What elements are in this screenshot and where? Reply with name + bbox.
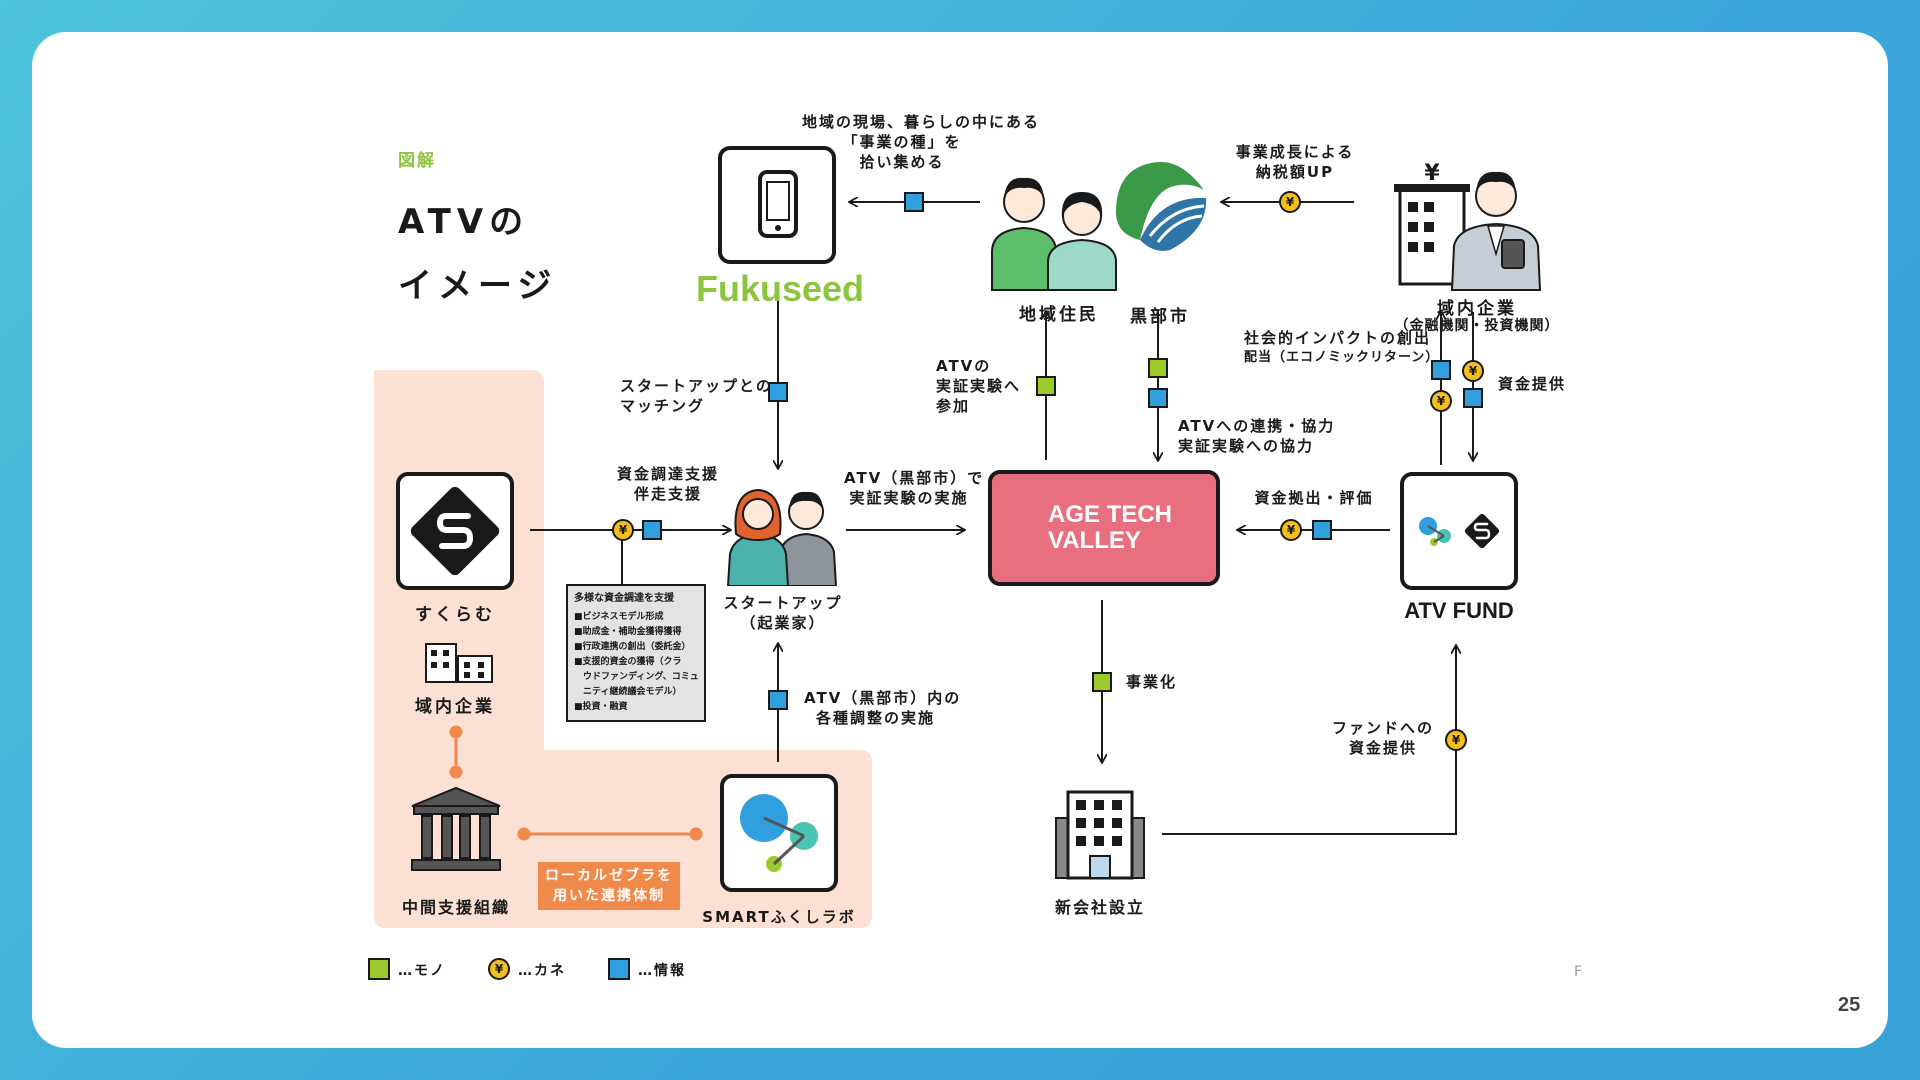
info-marker [904, 192, 924, 212]
info-marker [768, 690, 788, 710]
info-marker [1463, 388, 1483, 408]
legend-info-swatch [608, 958, 630, 980]
cooperate-label-line1: ATVへの連携・協力 [1178, 417, 1336, 435]
matching-label-line2: マッチング [620, 397, 706, 415]
yen-coin-marker: ¥ [1462, 360, 1484, 382]
smart-lab-logo-icon [740, 794, 818, 872]
participate-label-line1: ATVの [936, 357, 992, 375]
support-label-line1: 資金調達支援 [616, 465, 719, 483]
residents-name: 地域住民 [1019, 305, 1099, 325]
companies-subname: （金融機関・投資機関） [1394, 318, 1560, 334]
mono-marker [1092, 672, 1112, 692]
fund-supply-label-line1: ファンドへの [1331, 719, 1434, 737]
participate-label-line3: 参加 [936, 397, 971, 415]
startup-illustration [726, 488, 838, 586]
info-marker [768, 382, 788, 402]
companies-illustration: ¥ [1394, 161, 1542, 291]
kurobe-name: 黒部市 [1130, 307, 1190, 327]
atv-fund-logo-icon [1419, 513, 1500, 549]
atv-title-line2: VALLEY [1048, 527, 1141, 554]
fund-supply-label-line2: 資金提供 [1348, 739, 1417, 757]
atv-title-line1: AGE TECH [1048, 501, 1173, 528]
coord-label-line1: ATV（黒部市）内の [804, 689, 962, 707]
commercialize-label: 事業化 [1126, 673, 1178, 691]
yen-sign-icon: ¥ [1424, 161, 1440, 186]
page-title-line2: イメージ [398, 266, 558, 306]
smartphone-icon [758, 170, 798, 238]
local-zebra-line2: 用いた連携体制 [553, 888, 665, 904]
trial-label-line1: ATV（黒部市）で [844, 469, 985, 487]
mono-marker [1148, 358, 1168, 378]
trial-label-line2: 実証実験の実施 [849, 489, 969, 507]
support-details-title: 多様な資金調達を支援 [574, 593, 674, 604]
intermediary-name: 中間支援組織 [401, 898, 510, 917]
impact-label-line2: 配当（エコノミックリターン） [1244, 350, 1440, 365]
new-company-building-icon [1055, 790, 1145, 880]
yen-coin-marker: ¥ [1430, 390, 1452, 412]
info-marker [1431, 360, 1451, 380]
mono-marker [1036, 376, 1056, 396]
sukuramu-box [396, 472, 514, 590]
smart-lab-box [720, 774, 838, 892]
local-zebra-line1: ローカルゼブラを [545, 868, 673, 884]
sukuramu-name: すくらむ [415, 605, 495, 625]
local-companies-building-icon [425, 643, 493, 683]
kurobe-city-emblem [1116, 161, 1207, 251]
support-item: ■行政連携の創出（委託金） [574, 642, 691, 652]
local-zebra-badge: ローカルゼブラを 用いた連携体制 [538, 862, 680, 910]
local-companies-name: 域内企業 [415, 697, 495, 717]
startup-subname: （起業家） [740, 614, 826, 632]
legend-mono-label: …モノ [398, 963, 446, 979]
support-label-line2: 伴走支援 [633, 485, 702, 503]
yen-coin-marker: ¥ [1279, 191, 1301, 213]
sukuramu-logo-icon [410, 486, 500, 576]
info-marker [1148, 388, 1168, 408]
info-marker [642, 520, 662, 540]
legend-info-label: …情報 [638, 963, 686, 979]
invest-eval-label: 資金拠出・評価 [1254, 489, 1374, 507]
support-item: ■ビジネスモデル形成 [574, 612, 664, 622]
intermediary-building-icon [411, 786, 501, 871]
support-item: ニティ継続議会モデル） [574, 687, 682, 697]
new-company-name: 新会社設立 [1054, 898, 1145, 917]
connector-lines [449, 32, 1888, 841]
page-title-line1: ATVの [398, 202, 530, 242]
page-number: 25 [1838, 994, 1861, 1016]
impact-label-line1: 社会的インパクトの創出 [1244, 329, 1432, 347]
participate-label-line2: 実証実験へ [936, 377, 1022, 395]
funding-label: 資金提供 [1498, 375, 1567, 393]
legend-mono-swatch [368, 958, 390, 980]
atv-fund-name: ATV FUND [1404, 598, 1514, 623]
smart-lab-name: SMARTふくしラボ [702, 908, 856, 926]
footer-mark: F [1574, 964, 1583, 980]
age-tech-valley-box: AGE TECH VALLEY [988, 470, 1220, 586]
fukuseed-logo: Fukuseed [695, 268, 865, 309]
support-item: ウドファンディング、コミュ [574, 672, 699, 682]
info-marker [1312, 520, 1332, 540]
atv-fund-box [1400, 472, 1518, 590]
support-item: ■支援的資金の獲得（クラ [574, 657, 682, 667]
yen-coin-marker: ¥ [1280, 519, 1302, 541]
matching-label-line1: スタートアップとの [620, 377, 773, 395]
fukuseed-phone-box [718, 146, 836, 264]
legend-kane-label: …カネ [518, 963, 566, 979]
section-tag: 図解 [398, 151, 436, 171]
seeds-label-line3: 拾い集める [859, 153, 945, 171]
seeds-label-line1: 地域の現場、暮らしの中にある [802, 113, 1041, 131]
cooperate-label-line2: 実証実験への協力 [1178, 437, 1315, 455]
residents-illustration [991, 177, 1117, 291]
support-details-box: 多様な資金調達を支援 ■ビジネスモデル形成 ■助成金・補助金獲得獲得 ■行政連携… [566, 584, 706, 722]
seeds-label-line2: 「事業の種」を [842, 133, 962, 151]
tax-label-line2: 納税額UP [1255, 163, 1335, 181]
slide-card: 図解 ATVの イメージ Fukuseed 地域の現場、暮らしの中にある 「事業… [32, 32, 1888, 1048]
yen-coin-marker: ¥ [1445, 729, 1467, 751]
yen-coin-marker: ¥ [612, 519, 634, 541]
legend-kane-swatch: ¥ [488, 958, 510, 980]
tax-label-line1: 事業成長による [1235, 143, 1355, 161]
coord-label-line2: 各種調整の実施 [816, 709, 936, 727]
support-item: ■助成金・補助金獲得獲得 [574, 627, 682, 637]
support-item: ■投資・融資 [574, 702, 628, 712]
startup-name: スタートアップ [723, 594, 843, 612]
companies-name: 域内企業 [1437, 299, 1517, 319]
